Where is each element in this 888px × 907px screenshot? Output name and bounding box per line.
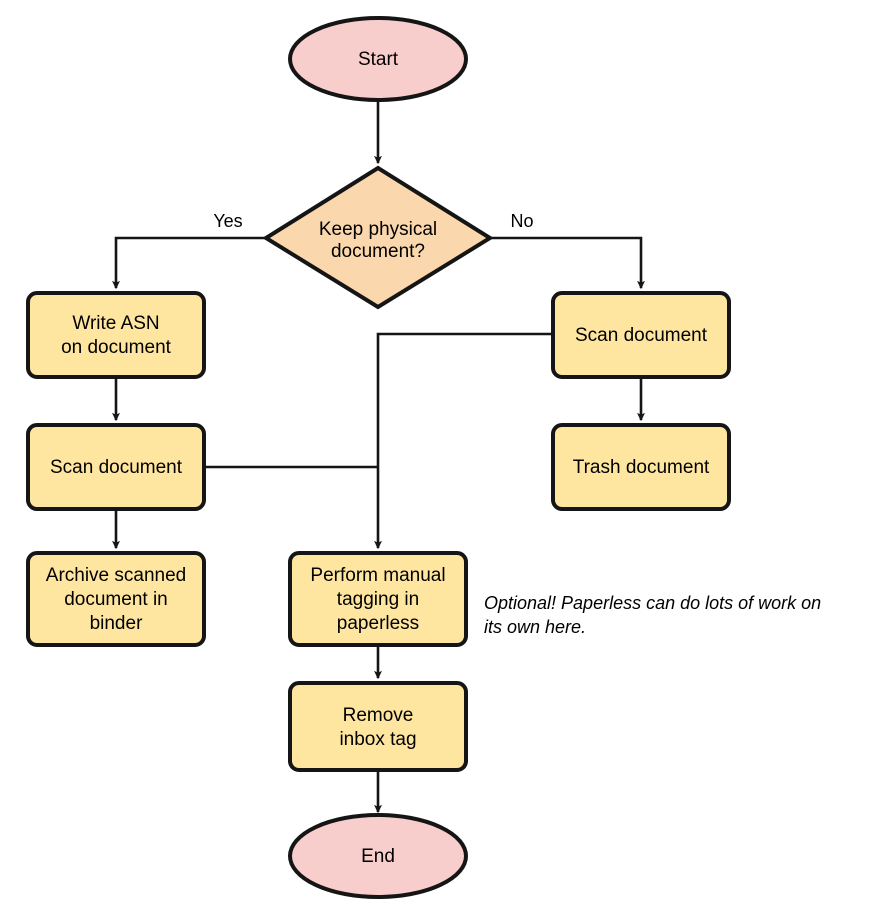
node-scan-document-left[interactable]: Scan document bbox=[26, 423, 206, 511]
node-trash-document[interactable]: Trash document bbox=[551, 423, 731, 511]
scan-right-label: Scan document bbox=[575, 325, 708, 346]
archive-box-shape bbox=[26, 551, 206, 647]
tagging-box-shape bbox=[288, 551, 468, 647]
edge-decision-yes-to-write-asn bbox=[112, 236, 265, 290]
start-label: Start bbox=[358, 49, 399, 70]
remove-inbox-label-line2: inbox tag bbox=[339, 729, 416, 750]
tagging-label-line2: tagging in bbox=[337, 589, 419, 610]
scan-left-box-shape bbox=[26, 423, 206, 511]
write-asn-label-line1: Write ASN bbox=[72, 313, 159, 334]
node-archive-scanned-document[interactable]: Archive scanned document in binder bbox=[26, 551, 206, 647]
node-start[interactable]: Start bbox=[288, 16, 468, 102]
node-end[interactable]: End bbox=[288, 813, 468, 899]
trash-label: Trash document bbox=[573, 457, 710, 478]
edge-label-no: No bbox=[510, 211, 533, 231]
decision-label-line1: Keep physical bbox=[319, 219, 437, 240]
node-write-asn-on-document[interactable]: Write ASN on document bbox=[26, 291, 206, 379]
tagging-label-line3: paperless bbox=[337, 613, 419, 634]
annotation-line1: Optional! Paperless can do lots of work … bbox=[484, 593, 821, 613]
archive-label-line2: document in bbox=[64, 589, 168, 610]
node-perform-manual-tagging[interactable]: Perform manual tagging in paperless bbox=[288, 551, 468, 647]
node-scan-document-right[interactable]: Scan document bbox=[551, 291, 731, 379]
archive-label-line1: Archive scanned bbox=[46, 565, 186, 586]
scan-left-label: Scan document bbox=[50, 457, 183, 478]
edge-scan-right-to-tagging bbox=[374, 332, 552, 550]
start-ellipse-shape bbox=[288, 16, 468, 102]
edge-layer bbox=[112, 101, 645, 814]
decision-diamond-shape bbox=[262, 165, 494, 310]
node-decision-keep-physical-document[interactable]: Keep physical document? bbox=[262, 165, 494, 310]
tagging-label-line1: Perform manual bbox=[310, 565, 445, 586]
end-ellipse-shape bbox=[288, 813, 468, 899]
archive-label-line3: binder bbox=[90, 613, 143, 634]
remove-inbox-box-shape bbox=[288, 681, 468, 772]
write-asn-label-line2: on document bbox=[61, 337, 172, 358]
remove-inbox-label-line1: Remove bbox=[343, 705, 414, 726]
node-remove-inbox-tag[interactable]: Remove inbox tag bbox=[288, 681, 468, 772]
annotation-line2: its own here. bbox=[484, 617, 586, 637]
trash-box-shape bbox=[551, 423, 731, 511]
decision-label-line2: document? bbox=[331, 241, 425, 262]
annotation-optional-paperless: Optional! Paperless can do lots of work … bbox=[484, 593, 821, 637]
end-label: End bbox=[361, 846, 395, 867]
edge-decision-no-to-scan-right bbox=[490, 236, 645, 290]
edge-label-yes: Yes bbox=[213, 211, 242, 231]
write-asn-box-shape bbox=[26, 291, 206, 379]
scan-right-box-shape bbox=[551, 291, 731, 379]
